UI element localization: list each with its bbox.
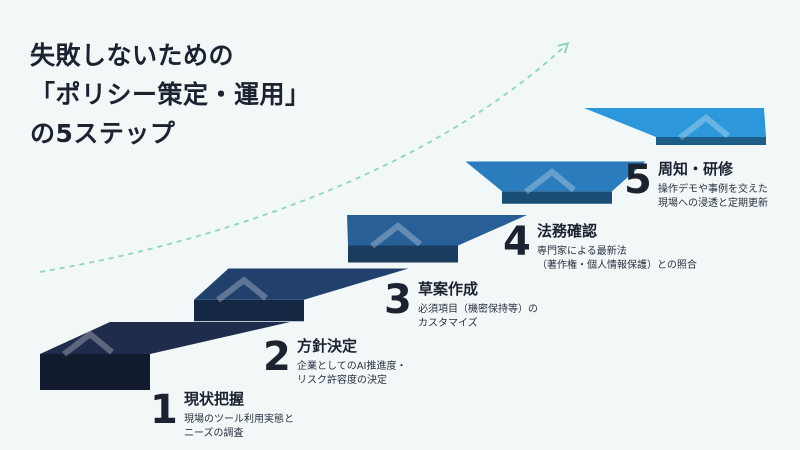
growth-arrow-icon xyxy=(39,42,570,273)
step-title: 現状把握 xyxy=(184,390,245,408)
stair-riser xyxy=(40,354,150,390)
stair-tread xyxy=(347,215,527,246)
stair-riser xyxy=(194,299,304,322)
step-description-line: 現場への浸透と定期更新 xyxy=(658,198,768,209)
step-number: 4 xyxy=(503,219,531,265)
step-number: 2 xyxy=(263,334,291,380)
step-description: 必須項目（機密保持等）の カスタマイズ xyxy=(418,303,538,331)
step-title: 方針決定 xyxy=(297,337,358,355)
stair-tread xyxy=(465,161,646,192)
title-line-2: 「ポリシー策定・運用」 xyxy=(30,80,311,109)
chevron-highlight-icon xyxy=(524,168,576,195)
step-number: 5 xyxy=(624,157,652,203)
step-description-line: 企業としてのAI推進度・ xyxy=(297,361,407,372)
step-description-line: 現場のツール利用実態と xyxy=(184,414,294,425)
chevron-highlight-icon xyxy=(678,113,730,141)
step-description: 現場のツール利用実態と ニーズの調査 xyxy=(184,413,294,441)
diagram-title: 失敗しないための 「ポリシー策定・運用」 の5ステップ xyxy=(30,36,311,153)
stair-tread xyxy=(584,108,766,137)
step-number: 3 xyxy=(384,277,412,323)
step-description-line: カスタマイズ xyxy=(418,318,478,329)
step-description: 操作デモや事例を交えた 現場への浸透と定期更新 xyxy=(658,183,768,211)
step-description-line: 専門家による最新法 xyxy=(537,246,627,257)
title-line-1: 失敗しないための xyxy=(30,41,235,70)
chevron-highlight-icon xyxy=(62,330,114,357)
step-description-line: 操作デモや事例を交えた xyxy=(658,184,768,195)
step-title: 草案作成 xyxy=(418,280,479,298)
chevron-highlight-icon xyxy=(216,276,268,303)
step-description-line: 必須項目（機密保持等）の xyxy=(418,304,538,315)
stair-riser xyxy=(348,245,458,263)
stair-tread xyxy=(194,268,409,300)
stair-tread xyxy=(40,322,290,354)
stair-riser xyxy=(656,137,766,145)
step-description-line: （著作権・個人情報保護）との照合 xyxy=(537,260,697,271)
step-title: 法務確認 xyxy=(537,222,598,240)
step-number: 1 xyxy=(150,387,178,433)
chevron-highlight-icon xyxy=(370,222,422,249)
title-line-3: の5ステップ xyxy=(30,119,176,148)
stair-riser xyxy=(502,191,612,204)
step-description-line: ニーズの調査 xyxy=(184,428,244,439)
step-description: 専門家による最新法 （著作権・個人情報保護）との照合 xyxy=(537,245,697,273)
step-description-line: リスク許容度の決定 xyxy=(297,375,387,386)
step-description: 企業としてのAI推進度・ リスク許容度の決定 xyxy=(297,360,407,388)
step-title: 周知・研修 xyxy=(658,160,734,178)
